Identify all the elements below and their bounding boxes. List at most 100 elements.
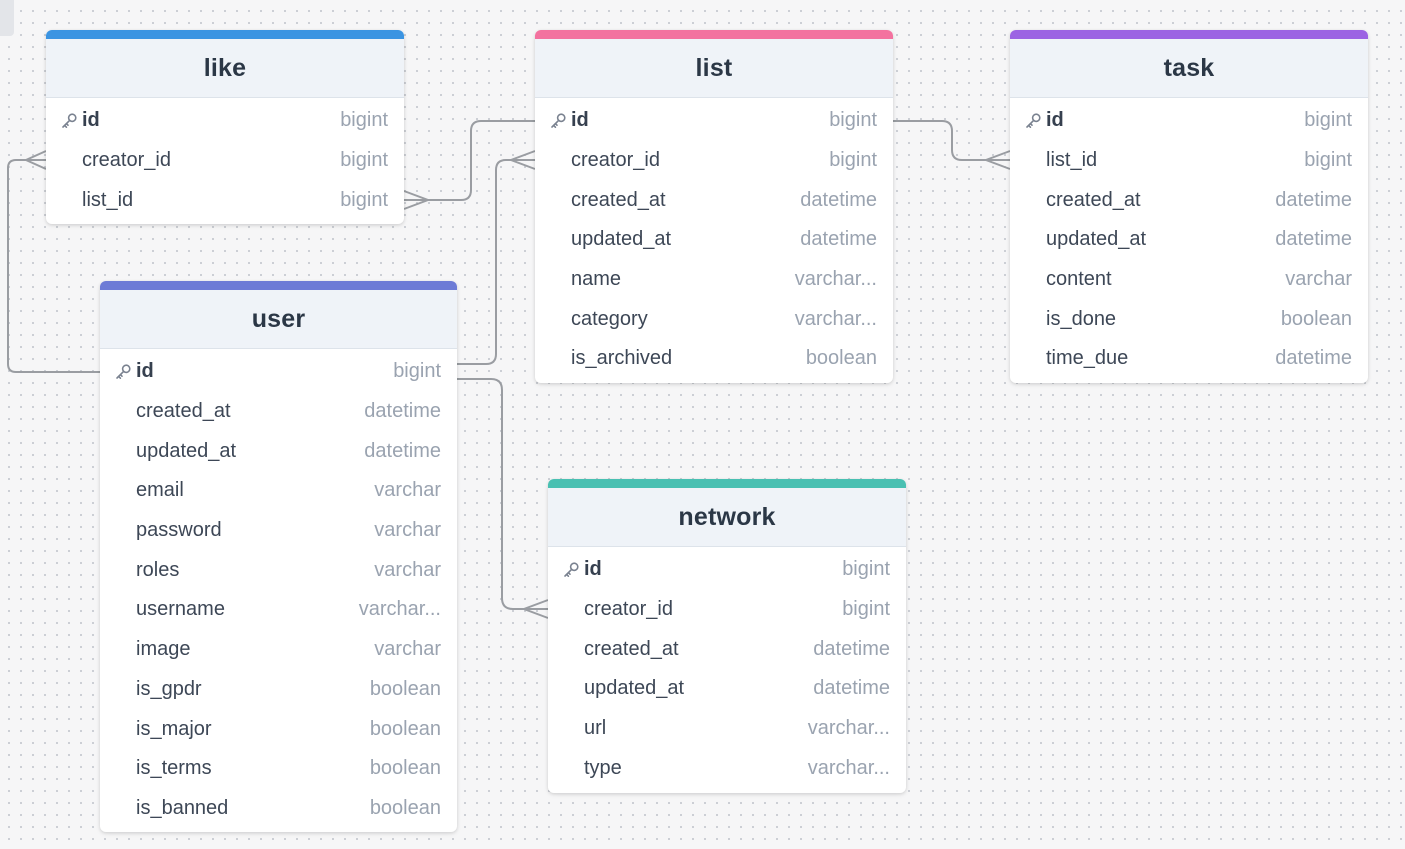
relation-list-like — [404, 120, 535, 201]
field-name: list_id — [1046, 149, 1098, 172]
field-row-like-list-id[interactable]: list_id bigint — [46, 180, 404, 220]
field-type: varchar — [374, 479, 441, 502]
table-like-header[interactable]: like — [46, 39, 404, 98]
field-type: boolean — [805, 347, 877, 370]
field-type: varchar... — [794, 307, 877, 330]
field-row-like-creator-id[interactable]: creator_id bigint — [46, 141, 404, 181]
field-type: varchar... — [794, 268, 877, 291]
crowfoot-task-list-id — [983, 150, 1011, 170]
field-type: datetime — [800, 188, 877, 211]
field-name: updated_at — [571, 228, 672, 251]
field-name: created_at — [584, 637, 679, 660]
field-name: roles — [136, 558, 180, 581]
table-user-title: user — [251, 304, 306, 333]
field-name: updated_at — [1046, 228, 1147, 251]
field-name: password — [136, 519, 222, 542]
field-row-user-roles[interactable]: roles varchar — [100, 550, 457, 590]
field-type: bigint — [829, 149, 877, 172]
field-name: id — [82, 109, 100, 132]
field-name: id — [136, 360, 154, 383]
field-name: id — [584, 558, 602, 581]
field-name: is_done — [1046, 307, 1117, 330]
field-type: datetime — [1275, 228, 1352, 251]
table-network-title: network — [678, 502, 776, 531]
field-name: url — [584, 717, 607, 740]
field-type: datetime — [800, 228, 877, 251]
field-row-user-updated-at[interactable]: updated_at datetime — [100, 431, 457, 471]
field-name: creator_id — [82, 149, 171, 172]
crowfoot-list-creator-id — [508, 150, 536, 170]
field-name: created_at — [1046, 188, 1141, 211]
field-name: updated_at — [136, 439, 237, 462]
field-row-task-updated-at[interactable]: updated_at datetime — [1010, 220, 1368, 260]
field-row-user-is-terms[interactable]: is_terms boolean — [100, 749, 457, 789]
field-type: varchar — [1285, 268, 1352, 291]
field-name: creator_id — [571, 149, 660, 172]
primary-key-icon — [562, 561, 580, 579]
table-list-header[interactable]: list — [535, 39, 893, 98]
field-type: datetime — [364, 400, 441, 423]
field-name: is_major — [136, 717, 212, 740]
field-name: is_terms — [136, 757, 212, 780]
field-row-list-updated-at[interactable]: updated_at datetime — [535, 220, 893, 260]
table-like-title: like — [203, 53, 247, 82]
primary-key-icon — [114, 363, 132, 381]
field-name: category — [571, 307, 648, 330]
table-user-header[interactable]: user — [100, 290, 457, 349]
field-type: varchar — [374, 558, 441, 581]
primary-key-icon — [60, 112, 78, 130]
field-type: boolean — [369, 717, 441, 740]
table-user-accent — [100, 281, 457, 290]
field-type: boolean — [369, 757, 441, 780]
field-type: varchar — [374, 519, 441, 542]
field-row-user-is-major[interactable]: is_major boolean — [100, 709, 457, 749]
field-name: list_id — [82, 188, 134, 211]
table-network-header[interactable]: network — [548, 488, 906, 547]
field-name: is_banned — [136, 796, 229, 819]
primary-key-icon — [1024, 112, 1042, 130]
field-type: bigint — [340, 149, 388, 172]
field-row-user-password[interactable]: password varchar — [100, 511, 457, 551]
field-type: datetime — [364, 439, 441, 462]
field-type: bigint — [340, 188, 388, 211]
field-row-network-url[interactable]: url varchar... — [548, 709, 906, 749]
primary-key-icon — [549, 112, 567, 130]
field-row-list-category[interactable]: category varchar... — [535, 299, 893, 339]
field-type: varchar... — [807, 717, 890, 740]
field-type: varchar... — [358, 598, 441, 621]
table-task-header[interactable]: task — [1010, 39, 1368, 98]
relation-user-list — [457, 159, 535, 365]
field-row-list-creator-id[interactable]: creator_id bigint — [535, 141, 893, 181]
